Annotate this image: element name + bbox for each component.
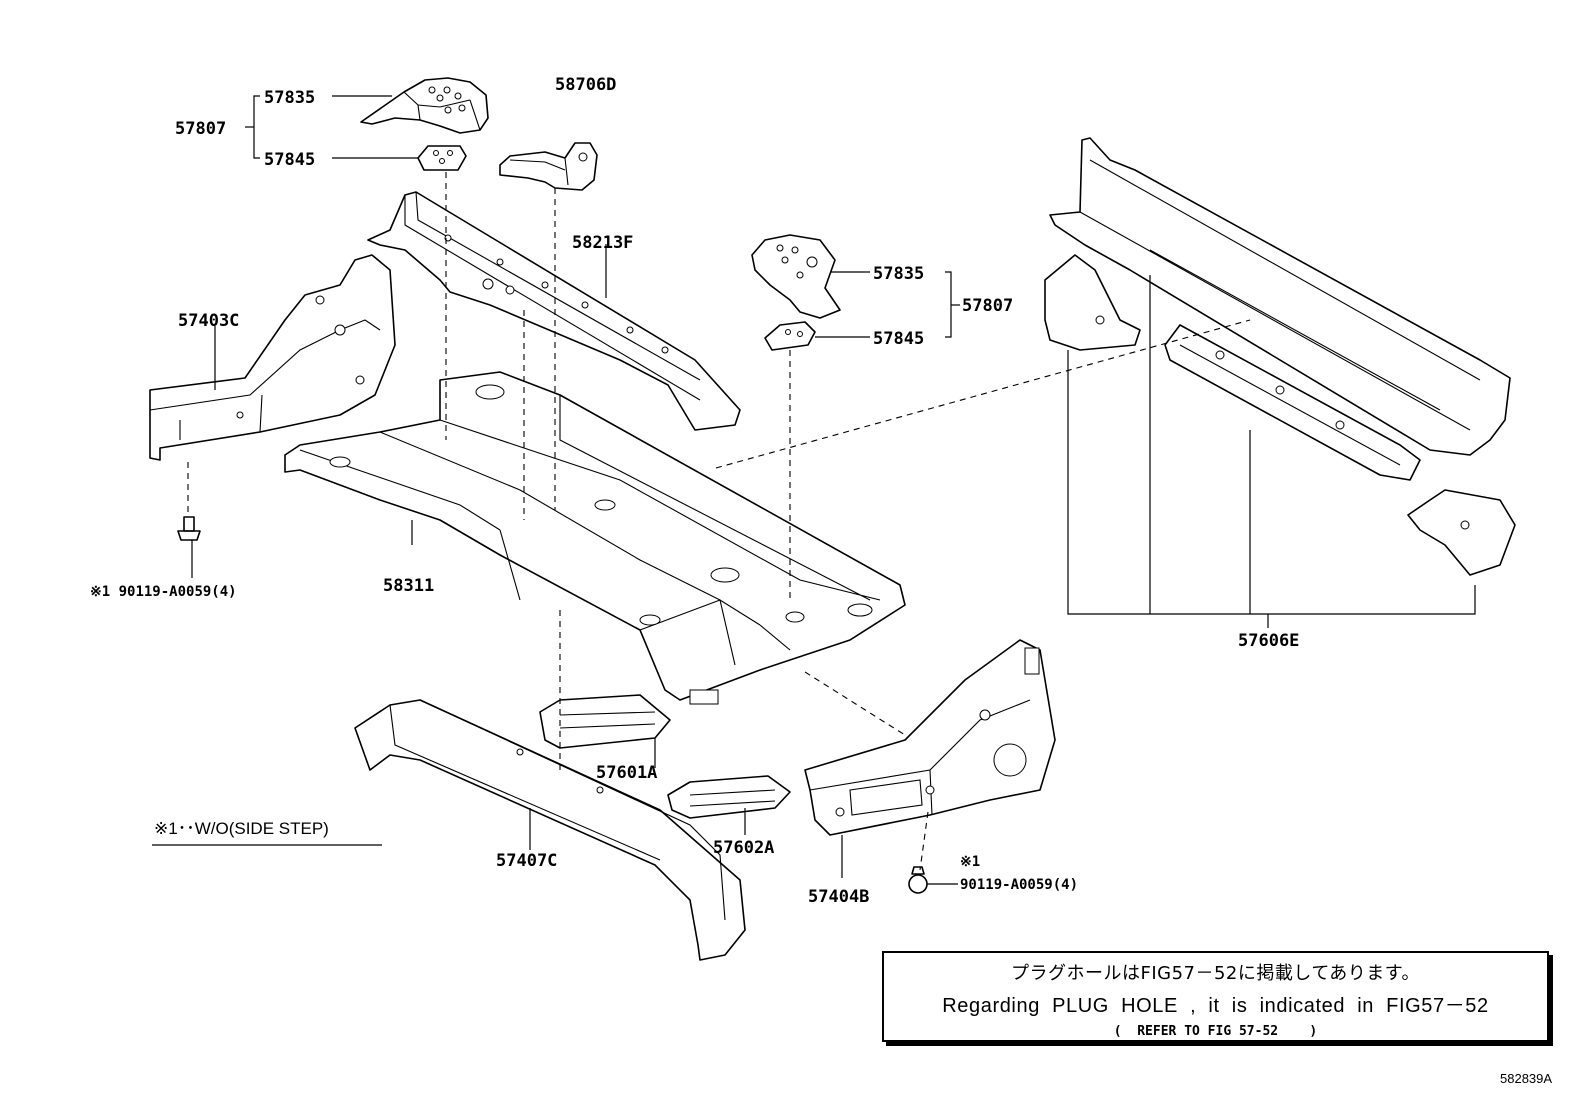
part-57407C-drawing [354,699,746,961]
label-bolt-right-mark: ※1 [960,854,980,870]
bolt-left-drawing [177,516,201,541]
part-57845-left-drawing [417,145,467,171]
label-57835-left: 57835 [264,88,315,108]
label-58706D: 58706D [555,75,616,95]
part-57602A-drawing [667,775,791,819]
label-57845-left: 57845 [264,150,315,170]
part-57835-left-drawing [360,77,489,134]
part-57835-right-drawing [751,234,841,319]
note-line-japanese: プラグホールはFIG57－52に掲載してあります。 [1010,963,1421,984]
label-bolt-left: ※1 90119-A0059(4) [90,584,237,600]
label-57845-right: 57845 [873,329,924,349]
label-57807-left: 57807 [175,119,226,139]
label-58213F: 58213F [572,233,633,253]
part-57403C-drawing [149,254,396,461]
label-57407C: 57407C [496,851,557,871]
label-bolt-right: 90119-A0059(4) [960,877,1078,893]
label-57807-right: 57807 [962,296,1013,316]
part-58706D-drawing [499,142,598,191]
figure-id: 582839A [1500,1071,1552,1086]
label-57602A: 57602A [713,838,774,858]
label-57404B: 57404B [808,887,869,907]
alignment-dashes [187,172,1251,871]
note-line-reference: ( REFER TO FIG 57-52 ) [1113,1024,1318,1039]
label-57403C: 57403C [178,311,239,331]
part-57404B-drawing [804,639,1056,836]
part-57601A-drawing [539,694,671,749]
part-58311-drawing [284,371,906,705]
part-58213F-drawing [367,191,741,431]
part-57606E-drawing [1044,137,1516,576]
label-57606E: 57606E [1238,631,1299,651]
plug-hole-note-box: プラグホールはFIG57－52に掲載してあります。 Regarding PLUG… [882,951,1549,1042]
label-57835-right: 57835 [873,264,924,284]
bolt-right-drawing [908,866,928,894]
part-57845-right-drawing [764,321,816,351]
leader-lines [152,95,1476,885]
note-line-english: Regarding PLUG HOLE , it is indicated in… [942,995,1489,1017]
label-57601A: 57601A [596,763,657,783]
label-58311: 58311 [383,576,434,596]
footnote-side-step: ※1･･W/O(SIDE STEP) [154,819,329,838]
